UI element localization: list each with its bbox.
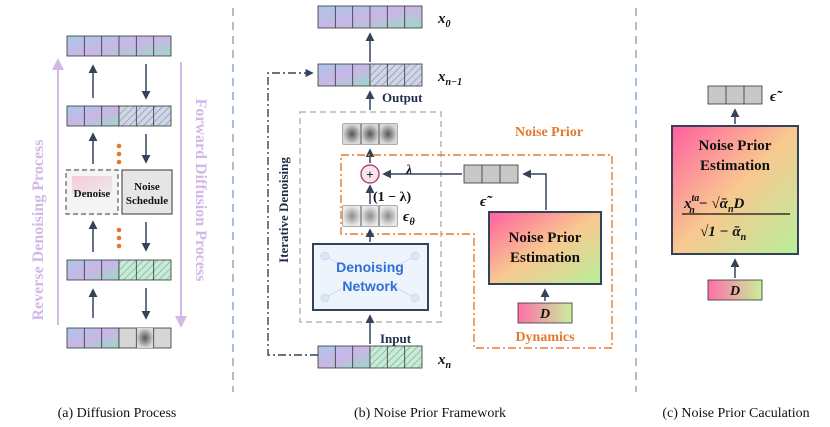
reverse-arrow-head xyxy=(52,58,64,70)
noise-schedule-box xyxy=(121,169,173,215)
panel-c-d-label: D xyxy=(729,284,740,299)
panel-c-title-2: Estimation xyxy=(700,158,771,174)
token-row-xn xyxy=(317,345,423,369)
eps-theta-label: ϵθ xyxy=(403,209,415,228)
result-cells xyxy=(342,123,398,145)
one-minus-lambda-label: (1 − λ) xyxy=(373,190,412,205)
x0-label: x0 xyxy=(437,11,451,30)
dynamics-label: Dynamics xyxy=(515,330,575,345)
network-graph-decoration xyxy=(320,251,420,303)
panel-c-eps-tilde-cells xyxy=(707,85,763,105)
forward-process-label: Forward Diffusion Process xyxy=(192,99,209,282)
panel-a: Reverse Denoising Process Forward Diffus… xyxy=(30,35,209,349)
denoising-network-label-1: Denoising xyxy=(336,259,404,275)
dynamics-box xyxy=(517,302,573,324)
token-row-noisier xyxy=(66,259,172,281)
eps-tilde-cells xyxy=(463,164,519,184)
plus-sign: + xyxy=(366,167,373,182)
lambda-label: λ xyxy=(405,163,412,178)
denoise-label: Denoise xyxy=(74,188,111,200)
token-row-x0 xyxy=(317,5,423,29)
eps-tilde-label: ϵ̃ xyxy=(480,194,493,210)
panel-c-d-box xyxy=(707,279,763,301)
caption-a: (a) Diffusion Process xyxy=(58,406,177,421)
ellipsis-dots xyxy=(116,143,122,249)
output-label: Output xyxy=(382,90,423,105)
noise-schedule-label-1: Noise xyxy=(134,181,160,193)
panel-c-title-1: Noise Prior xyxy=(699,138,772,154)
svg-text:√1 − ᾱn: √1 − ᾱn xyxy=(700,224,747,243)
noise-prior-title: Noise Prior xyxy=(515,125,583,140)
xn-1-label: xn−1 xyxy=(437,69,462,88)
npe-label-1: Noise Prior xyxy=(509,230,582,246)
panel-a-arrows xyxy=(88,64,151,320)
noise-schedule-label-2: Schedule xyxy=(126,195,168,207)
input-label: Input xyxy=(380,331,412,346)
noise-prior-region xyxy=(340,154,613,349)
arrow-npe-to-epstilde xyxy=(522,169,547,210)
denoising-network-label-2: Network xyxy=(342,278,397,294)
token-row-noise xyxy=(66,327,172,349)
xn-label: xn xyxy=(437,352,452,371)
iterative-loop xyxy=(267,68,318,356)
panel-c-eps-tilde-label: ϵ̃ xyxy=(770,89,783,105)
reverse-process-label: Reverse Denoising Process xyxy=(30,140,47,321)
token-row-partial xyxy=(66,105,172,127)
eps-theta-cells xyxy=(342,205,398,227)
denoising-network xyxy=(312,243,429,311)
caption-c: (c) Noise Prior Caculation xyxy=(662,406,809,421)
token-row-xn-1 xyxy=(317,63,423,87)
token-row-clean xyxy=(66,35,172,57)
panel-b: x0 xn−1 Output Iterative Denoising xyxy=(267,5,613,371)
npe-label-2: Estimation xyxy=(510,250,581,266)
forward-arrow-head xyxy=(175,316,187,328)
denoise-blob xyxy=(72,176,112,194)
panel-c-npe-box xyxy=(671,125,799,255)
dynamics-d-label: D xyxy=(539,307,550,322)
plus-circle-ring xyxy=(360,164,380,184)
caption-b: (b) Noise Prior Framework xyxy=(354,406,506,421)
npe-box xyxy=(488,211,602,285)
iterative-label: Iterative Denoising xyxy=(276,157,291,263)
